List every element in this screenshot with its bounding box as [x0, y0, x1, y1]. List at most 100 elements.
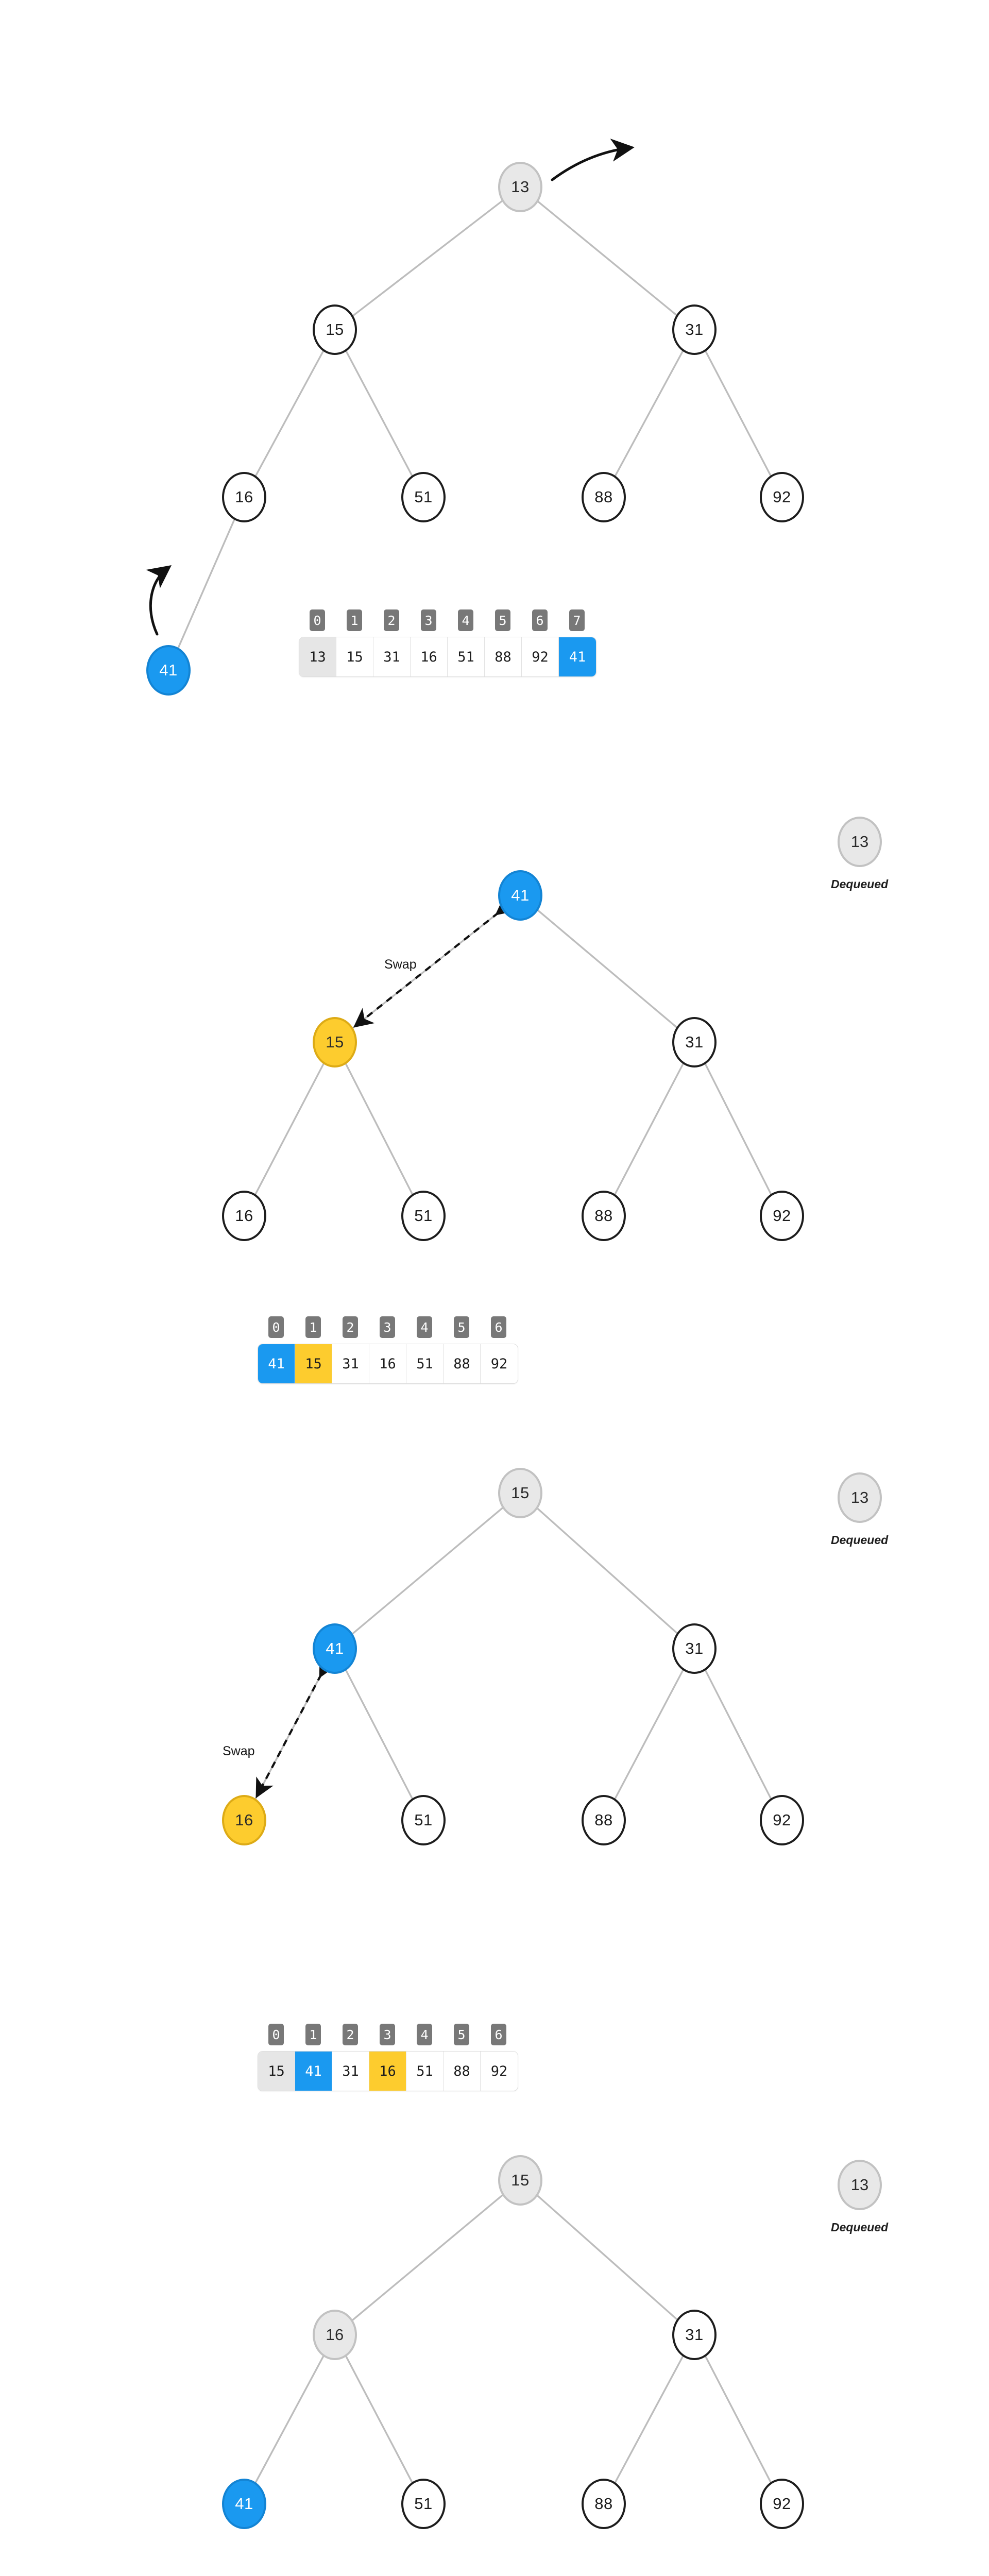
tree-edge — [352, 909, 503, 1029]
tree-edge — [614, 1669, 684, 1800]
array-cell-5[interactable]: 88 — [444, 2052, 481, 2091]
tree-node-16[interactable]: 16 — [222, 1191, 266, 1241]
array-cell-2[interactable]: 31 — [332, 2052, 369, 2091]
array-index-badge-1: 1 — [305, 2024, 321, 2045]
array-cell-7[interactable]: 41 — [559, 637, 596, 676]
array-cell-0[interactable]: 15 — [258, 2052, 295, 2091]
swap-label: Swap — [384, 957, 417, 972]
tree-edge — [345, 1669, 413, 1800]
tree-edge — [345, 350, 413, 477]
array-index-badge-3: 3 — [380, 2024, 395, 2045]
tree-node-15[interactable]: 15 — [313, 304, 357, 355]
tree-edge — [537, 909, 678, 1028]
array-cell-2[interactable]: 31 — [332, 1344, 369, 1383]
array-index-badge-5: 5 — [495, 609, 510, 631]
tree-node-88[interactable]: 88 — [582, 2479, 626, 2529]
tree-edge — [351, 1507, 504, 1635]
dequeued-caption: Dequeued — [831, 2221, 889, 2234]
tree-node-31[interactable]: 31 — [672, 2310, 717, 2360]
array-cell-2[interactable]: 31 — [373, 637, 411, 676]
swap-arrow-icon — [255, 1656, 337, 1799]
array-cell-1[interactable]: 41 — [295, 2052, 332, 2091]
tree-node-15[interactable]: 15 — [498, 1468, 542, 1518]
tree-edge — [254, 350, 325, 477]
array-cell-5[interactable]: 88 — [444, 1344, 481, 1383]
array-cell-3[interactable]: 16 — [369, 1344, 406, 1383]
dequeued-caption: Dequeued — [831, 877, 889, 891]
array-index-badge-6: 6 — [491, 1316, 506, 1338]
tree-node-92[interactable]: 92 — [760, 1191, 804, 1241]
insert-arrow-icon — [146, 565, 172, 636]
tree-node-16[interactable]: 16 — [222, 472, 266, 522]
array-cell-4[interactable]: 51 — [406, 1344, 444, 1383]
tree-edge — [705, 350, 772, 477]
array-index-badge-6: 6 — [532, 609, 548, 631]
dequeued-node-value: 13 — [838, 1472, 882, 1523]
tree-node-31[interactable]: 31 — [672, 1623, 717, 1674]
tree-edge — [537, 2195, 678, 2320]
tree-edge — [537, 1507, 678, 1634]
tree-node-41[interactable]: 41 — [498, 870, 542, 921]
tree-edge — [705, 2355, 772, 2483]
tree-node-88[interactable]: 88 — [582, 472, 626, 522]
tree-edge — [345, 1063, 414, 1195]
tree-node-16[interactable]: 16 — [313, 2310, 357, 2360]
tree-node-51[interactable]: 51 — [401, 1191, 446, 1241]
array-index-badge-4: 4 — [458, 609, 473, 631]
tree-edge — [614, 1063, 684, 1195]
array-cell-4[interactable]: 51 — [448, 637, 485, 676]
array-cell-1[interactable]: 15 — [295, 1344, 332, 1383]
array-cell-1[interactable]: 15 — [336, 637, 373, 676]
tree-node-16[interactable]: 16 — [222, 1795, 266, 1845]
tree-node-15[interactable]: 15 — [313, 1017, 357, 1067]
array-cell-6[interactable]: 92 — [522, 637, 559, 676]
array-cell-5[interactable]: 88 — [485, 637, 522, 676]
tree-edge — [704, 1669, 772, 1800]
tree-node-15[interactable]: 15 — [498, 2155, 542, 2206]
tree-node-92[interactable]: 92 — [760, 2479, 804, 2529]
tree-edge — [254, 1669, 325, 1800]
tree-node-41[interactable]: 41 — [222, 2479, 266, 2529]
tree-node-13[interactable]: 13 — [498, 162, 542, 212]
tree-node-31[interactable]: 31 — [672, 304, 717, 355]
tree-edge — [254, 1063, 325, 1195]
tree-node-51[interactable]: 51 — [401, 2479, 446, 2529]
tree-node-88[interactable]: 88 — [582, 1191, 626, 1241]
tree-node-92[interactable]: 92 — [760, 472, 804, 522]
tree-node-31[interactable]: 31 — [672, 1017, 717, 1067]
tree-edge — [254, 2355, 325, 2483]
array-cell-4[interactable]: 51 — [406, 2052, 444, 2091]
tree-node-41[interactable]: 41 — [146, 645, 191, 696]
array-index-badge-3: 3 — [380, 1316, 395, 1338]
tree-node-51[interactable]: 51 — [401, 1795, 446, 1845]
tree-edge — [345, 2355, 413, 2483]
array-index-badge-0: 0 — [268, 2024, 284, 2045]
tree-node-88[interactable]: 88 — [582, 1795, 626, 1845]
tree-node-51[interactable]: 51 — [401, 472, 446, 522]
tree-edge — [352, 200, 503, 317]
array-cell-0[interactable]: 41 — [258, 1344, 295, 1383]
array-index-badge-0: 0 — [310, 609, 325, 631]
tree-node-92[interactable]: 92 — [760, 1795, 804, 1845]
swap-label: Swap — [223, 1744, 255, 1758]
array-index-badge-1: 1 — [305, 1316, 321, 1338]
array-index-badge-4: 4 — [417, 2024, 432, 2045]
array-cell-6[interactable]: 92 — [481, 1344, 518, 1383]
array-index-badge-6: 6 — [491, 2024, 506, 2045]
array-cell-6[interactable]: 92 — [481, 2052, 518, 2091]
array-index-badge-4: 4 — [417, 1316, 432, 1338]
array-cell-3[interactable]: 16 — [369, 2052, 406, 2091]
tree-node-41[interactable]: 41 — [313, 1623, 357, 1674]
tree-edge — [177, 519, 235, 649]
array-cell-3[interactable]: 16 — [411, 637, 448, 676]
array-cell-0[interactable]: 13 — [299, 637, 336, 676]
